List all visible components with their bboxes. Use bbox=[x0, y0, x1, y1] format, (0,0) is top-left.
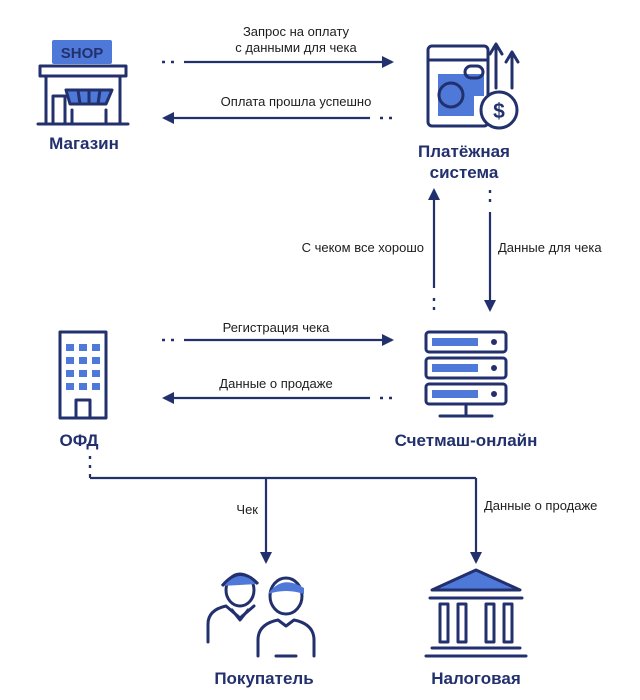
edge-label-sale-data-tax: Данные о продаже bbox=[484, 498, 597, 513]
ofd-label: ОФД bbox=[60, 431, 99, 450]
edge-label-registration: Регистрация чека bbox=[223, 320, 331, 335]
government-building-icon bbox=[424, 568, 528, 658]
server-label: Счетмаш-онлайн bbox=[395, 431, 538, 450]
shop-sign: SHOP bbox=[61, 45, 104, 62]
edge-label-receipt-ok: С чеком все хорошо bbox=[302, 240, 424, 255]
people-icon bbox=[206, 572, 316, 658]
edge-label-receipt-data: Данные для чека bbox=[498, 240, 602, 255]
office-building-icon bbox=[58, 330, 108, 420]
payment-label-line1: Платёжная bbox=[418, 142, 510, 161]
svg-text:$: $ bbox=[493, 100, 505, 123]
edge-distribution bbox=[88, 456, 482, 564]
tax-label: Налоговая bbox=[431, 669, 521, 688]
edge-label-receipt: Чек bbox=[236, 502, 258, 517]
shop-label: Магазин bbox=[49, 134, 119, 153]
edge-label-sale-data: Данные о продаже bbox=[219, 376, 332, 391]
edge-label-payment-request-2: с данными для чека bbox=[235, 40, 357, 55]
buyer-label: Покупатель bbox=[214, 669, 313, 688]
payment-label-line2: система bbox=[430, 163, 499, 182]
shop-icon: SHOP bbox=[36, 40, 130, 126]
server-icon bbox=[424, 330, 508, 418]
edge-label-payment-success: Оплата прошла успешно bbox=[221, 94, 372, 109]
payment-terminal-icon: $ bbox=[426, 42, 520, 130]
edge-label-payment-request-1: Запрос на оплату bbox=[243, 24, 350, 39]
